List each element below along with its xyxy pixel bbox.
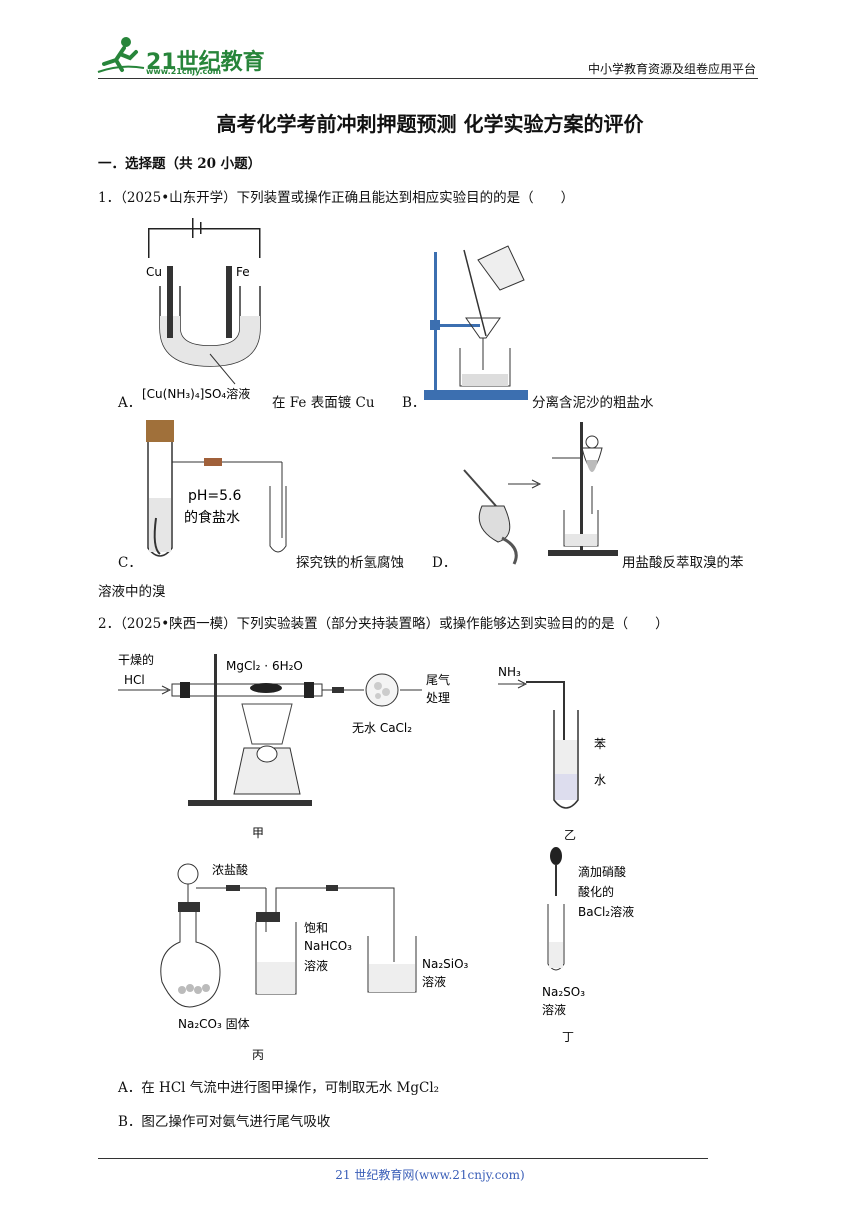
- option-1a-text: 在 Fe 表面镀 Cu: [272, 395, 375, 411]
- figure-2-yi: NH₃ 苯 水: [498, 665, 606, 809]
- jia-tail-label1: 尾气: [426, 672, 450, 687]
- figure-2-bing: 浓盐酸 Na₂CO₃ 固体 饱和 NaHCO₃ 溶液 Na₂SiO₃ 溶液: [160, 862, 469, 1031]
- ph-label: pH=5.6: [188, 488, 242, 504]
- question-2-stem: 2．（2025•陕西一模）下列实验装置（部分夹持装置略）或操作能够达到实验目的的…: [98, 616, 669, 632]
- figure-1c-corrosion: pH=5.6 的食盐水: [146, 420, 287, 557]
- question-1-stem: 1．（2025•山东开学）下列装置或操作正确且能达到相应实验目的的是（ ）: [98, 190, 575, 206]
- bing-sat-label1: 饱和: [304, 920, 328, 935]
- header-divider: [98, 78, 758, 79]
- section-heading: 一．选择题（共 20 小题）: [98, 156, 262, 172]
- bing-solid-label: Na₂CO₃ 固体: [178, 1017, 250, 1031]
- yi-nh3-label: NH₃: [498, 665, 521, 679]
- jia-gas-label1: 干燥的: [118, 652, 154, 667]
- option-1a-letter: A．: [118, 395, 142, 411]
- logo: [96, 34, 146, 78]
- logo-text: 21世纪教育: [146, 50, 265, 75]
- yi-benzene-label: 苯: [594, 737, 606, 751]
- option-1c-letter: C．: [118, 555, 142, 571]
- ding-sample-label2: 溶液: [542, 1002, 566, 1017]
- runner-logo-icon: [97, 37, 145, 73]
- option-1d-text-cont: 溶液中的溴: [98, 584, 166, 600]
- logo-url: www.21cnjy.com: [146, 67, 222, 76]
- bing-silicate-label2: 溶液: [422, 974, 446, 989]
- ding-reagent-label2: 酸化的: [578, 884, 614, 899]
- jia-cacl2-label: 无水 CaCl₂: [352, 721, 412, 735]
- electrolyte-label: [Cu(NH₃)₄]SO₄溶液: [142, 386, 250, 401]
- option-1d-letter: D．: [432, 555, 457, 571]
- option-2b: B．图乙操作可对氨气进行尾气吸收: [118, 1114, 331, 1130]
- jia-label: 甲: [252, 826, 265, 840]
- footer-divider: [98, 1158, 708, 1159]
- option-2a: A．在 HCl 气流中进行图甲操作，可制取无水 MgCl₂: [118, 1080, 440, 1096]
- option-1c-text: 探究铁的析氢腐蚀: [296, 555, 404, 571]
- jia-salt-label: MgCl₂ · 6H₂O: [226, 659, 303, 673]
- figure-1b-filtration: [424, 245, 528, 400]
- option-1b-text: 分离含泥沙的粗盐水: [532, 395, 654, 411]
- bing-silicate-label1: Na₂SiO₃: [422, 957, 469, 971]
- page-title: 高考化学考前冲刺押题预测 化学实验方案的评价: [216, 112, 644, 136]
- option-1d-text: 用盐酸反萃取溴的苯: [622, 555, 744, 571]
- ding-sample-label1: Na₂SO₃: [542, 985, 585, 999]
- cu-label: Cu: [146, 265, 162, 279]
- bing-label: 丙: [252, 1048, 265, 1062]
- footer-link[interactable]: 21 世纪教育网(www.21cnjy.com): [335, 1168, 525, 1182]
- header-platform-text: 中小学教育资源及组卷应用平台: [587, 62, 756, 76]
- ding-reagent-label3: BaCl₂溶液: [578, 904, 634, 919]
- yi-label: 乙: [564, 828, 577, 842]
- yi-water-label: 水: [594, 773, 606, 787]
- option-1b-letter: B．: [402, 395, 426, 411]
- ding-label: 丁: [562, 1030, 575, 1044]
- bing-sat-label2: NaHCO₃: [304, 939, 352, 953]
- figure-2-jia: 干燥的 HCl MgCl₂ · 6H₂O 尾气 处理 无水 CaCl₂: [118, 652, 450, 806]
- fe-label: Fe: [236, 265, 250, 279]
- bing-acid-label: 浓盐酸: [212, 862, 248, 877]
- figure-1d-extraction: [463, 422, 618, 565]
- ding-reagent-label1: 滴加硝酸: [578, 864, 626, 879]
- bing-sat-label3: 溶液: [304, 958, 328, 973]
- salt-water-label: 的食盐水: [184, 509, 240, 526]
- jia-gas-label2: HCl: [124, 673, 145, 687]
- figure-2-ding: 滴加硝酸 酸化的 BaCl₂溶液 Na₂SO₃ 溶液: [542, 847, 634, 1017]
- jia-tail-label2: 处理: [426, 691, 450, 705]
- figure-1a-electroplating: Cu Fe [Cu(NH₃)₄]SO₄溶液: [142, 218, 261, 401]
